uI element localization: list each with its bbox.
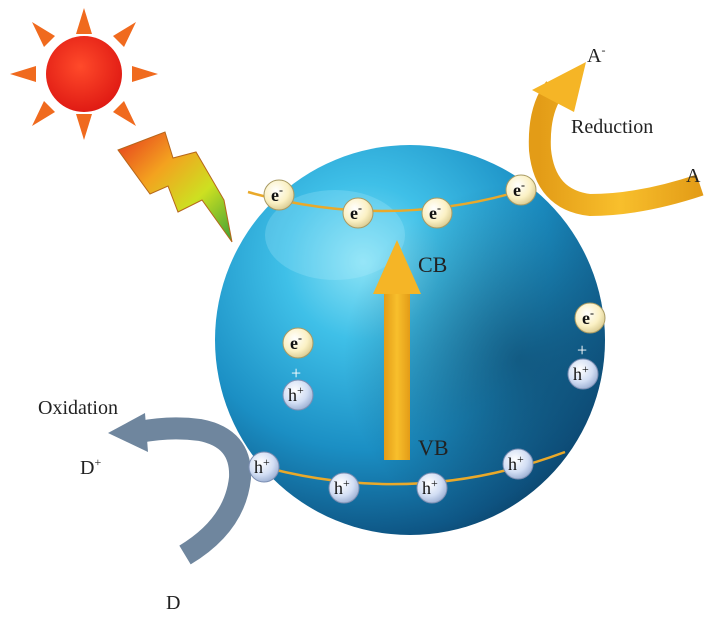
electron-label: e <box>350 203 358 223</box>
d-label: D <box>166 592 180 614</box>
hole-label: h <box>573 364 582 384</box>
svg-text:h+: h+ <box>334 476 350 498</box>
electron-charge: - <box>298 331 302 345</box>
svg-text:e-: e- <box>582 306 594 328</box>
hole-charge: + <box>297 383 304 397</box>
cb-label: CB <box>418 252 447 277</box>
hole-charge: + <box>263 455 270 469</box>
d-plus-base: D <box>80 457 94 479</box>
svg-text:e-: e- <box>290 331 302 353</box>
svg-text:h+: h+ <box>508 452 524 474</box>
a-label: A <box>686 165 701 187</box>
a-minus-sup: - <box>601 43 605 57</box>
svg-text:h+: h+ <box>422 476 438 498</box>
hole-label: h <box>254 457 263 477</box>
electron-charge: - <box>279 183 283 197</box>
hole-charge: + <box>343 476 350 490</box>
electron-label: e <box>429 203 437 223</box>
a-minus-base: A <box>587 45 602 67</box>
electron-label: e <box>271 185 279 205</box>
electron-charge: - <box>590 306 594 320</box>
lightning-bolt-icon <box>117 131 233 243</box>
reduction-label: Reduction <box>571 116 653 138</box>
hole-charge: + <box>517 452 524 466</box>
electron-label: e <box>513 180 521 200</box>
electron-charge: - <box>437 201 441 215</box>
svg-text:e-: e- <box>513 178 525 200</box>
svg-text:e-: e- <box>350 201 362 223</box>
oxidation-label: Oxidation <box>38 397 118 419</box>
pair-plus-sign: + <box>577 340 587 360</box>
electron-charge: - <box>521 178 525 192</box>
pair-plus-sign: + <box>291 363 301 383</box>
electron-particle: e- <box>421 197 453 229</box>
svg-text:h+: h+ <box>288 383 304 405</box>
svg-text:e-: e- <box>429 201 441 223</box>
electron-hole-pair-left: e- + h+ <box>282 327 314 411</box>
hole-charge: + <box>431 476 438 490</box>
hole-label: h <box>334 478 343 498</box>
a-minus-label: A- <box>587 43 605 67</box>
svg-text:h+: h+ <box>573 362 589 384</box>
hole-particle: h+ <box>328 472 360 504</box>
svg-text:h+: h+ <box>254 455 270 477</box>
electron-label: e <box>582 308 590 328</box>
hole-label: h <box>422 478 431 498</box>
hole-label: h <box>508 454 517 474</box>
d-plus-label: D+ <box>80 455 101 479</box>
reduction-arrow <box>528 62 704 217</box>
hole-particle: h+ <box>502 448 534 480</box>
electron-label: e <box>290 333 298 353</box>
hole-charge: + <box>582 362 589 376</box>
electron-particle: e- <box>505 174 537 206</box>
d-plus-sup: + <box>94 455 101 469</box>
hole-label: h <box>288 385 297 405</box>
electron-charge: - <box>358 201 362 215</box>
sun-icon <box>10 8 158 140</box>
hole-particle: h+ <box>248 451 280 483</box>
svg-text:e-: e- <box>271 183 283 205</box>
oxidation-arrow <box>108 413 252 565</box>
vb-label: VB <box>418 435 449 460</box>
hole-particle: h+ <box>416 472 448 504</box>
electron-particle: e- <box>342 197 374 229</box>
excitation-arrow <box>373 240 421 460</box>
electron-particle: e- <box>263 179 295 211</box>
electron-hole-pair-right: e- + h+ <box>567 302 606 390</box>
